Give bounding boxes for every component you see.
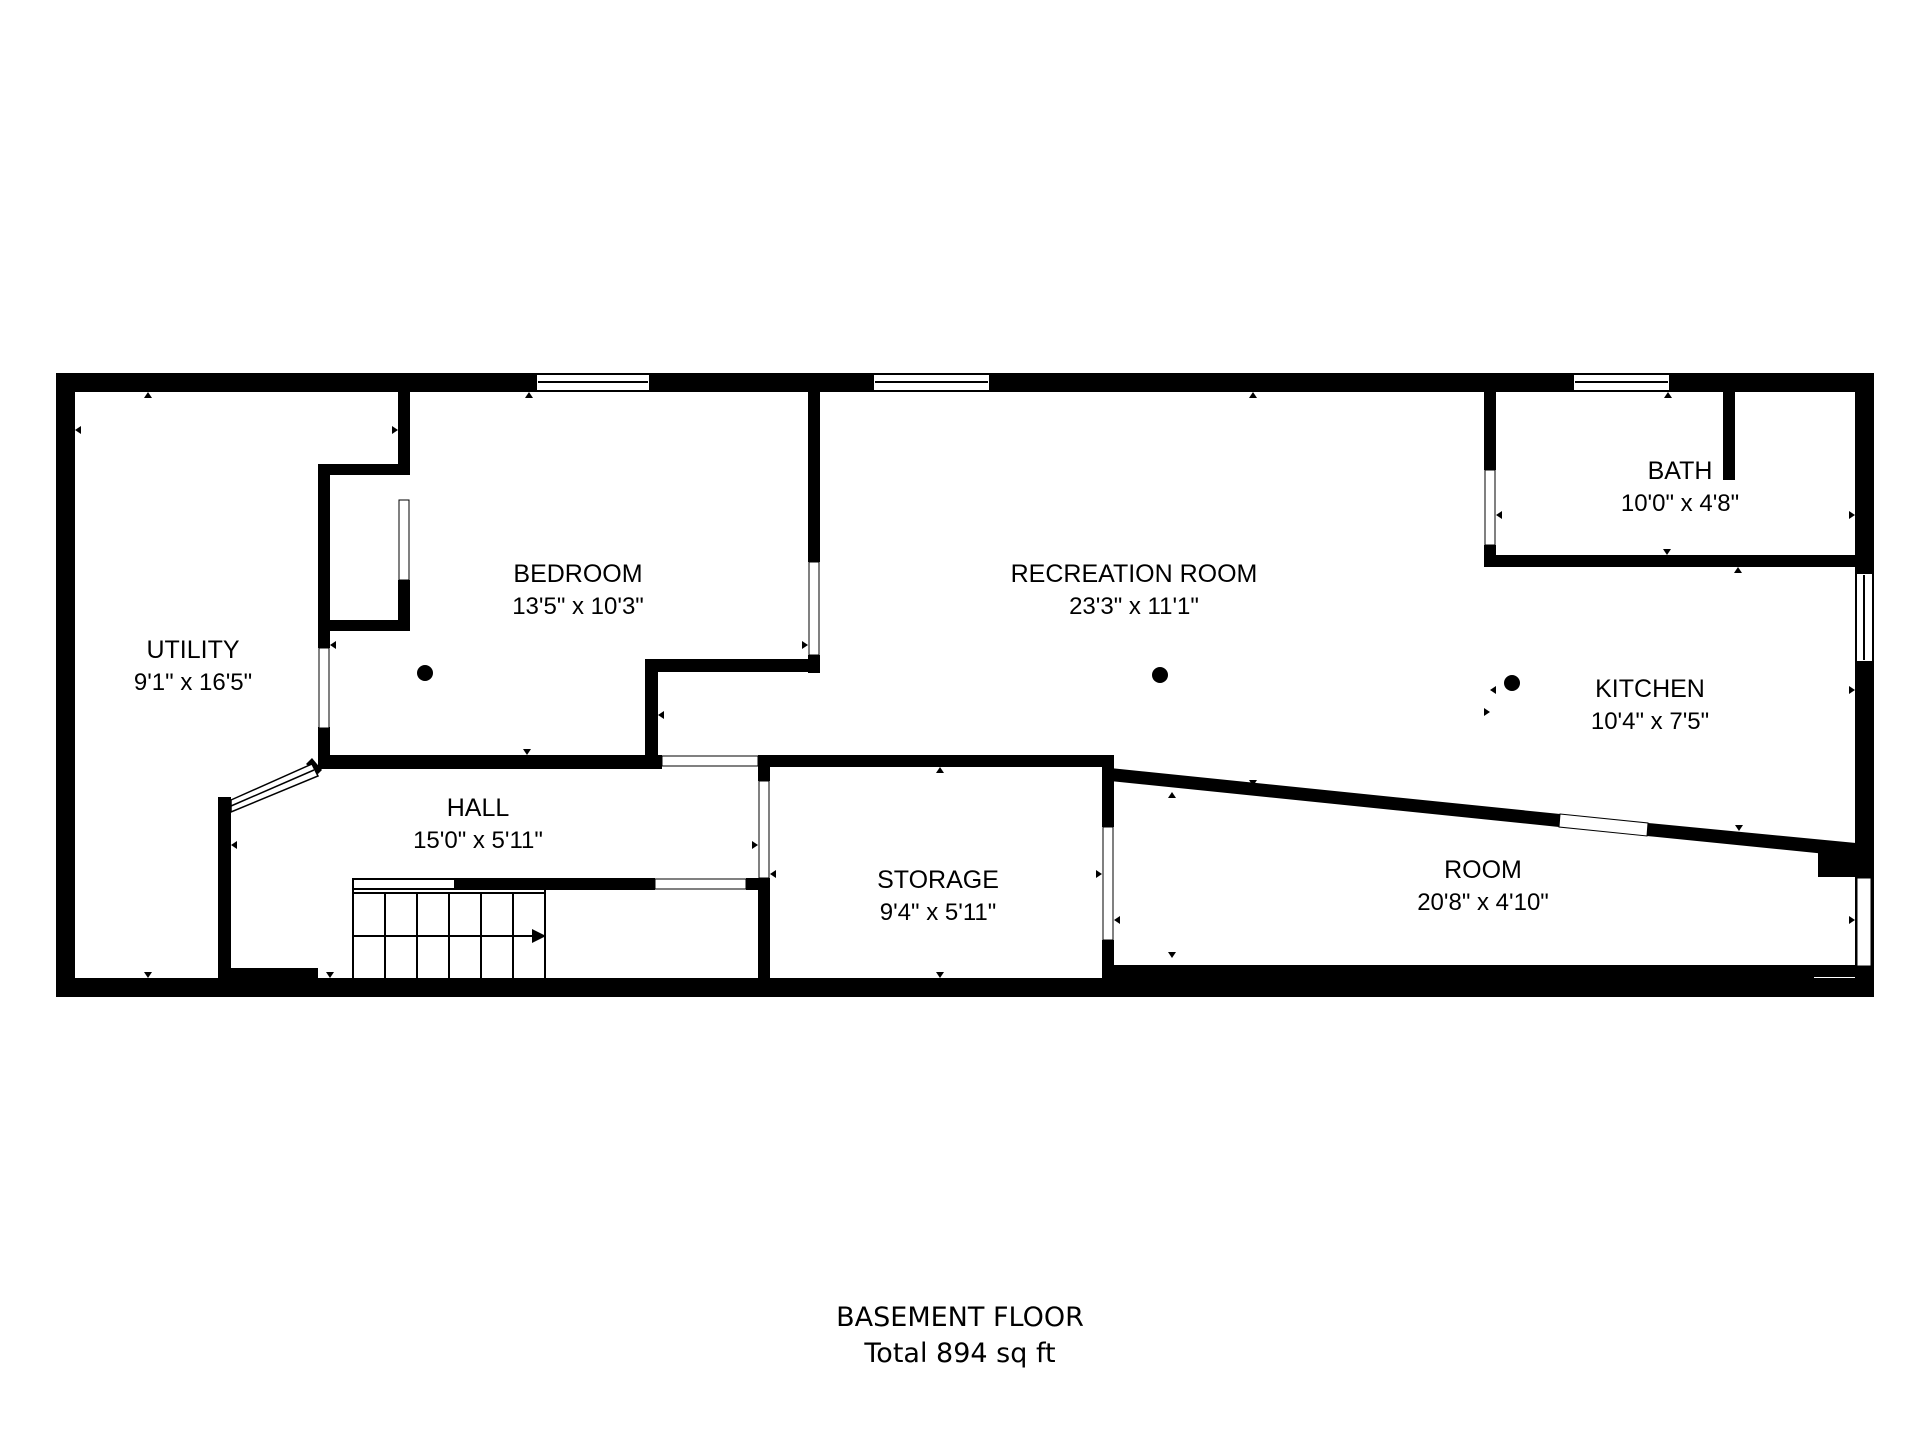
stairs <box>352 878 546 978</box>
room-name-recreation: RECREATION ROOM <box>1011 560 1258 588</box>
room-bottom-thick <box>1114 965 1814 981</box>
hall-left <box>218 797 231 987</box>
bath-inner-wall <box>1723 390 1735 480</box>
room-labels: UTILITY 9'1" x 16'5" BEDROOM 13'5" x 10'… <box>134 457 1739 926</box>
bedroom-right-upper <box>808 390 820 562</box>
storage-left-upper <box>758 755 770 781</box>
room-dim-kitchen: 10'4" x 7'5" <box>1591 708 1709 735</box>
room-name-kitchen: KITCHEN <box>1595 675 1705 703</box>
floor-title: BASEMENT FLOOR <box>836 1302 1084 1333</box>
storage-right-upper <box>1102 755 1114 827</box>
outer-wall-left <box>56 373 75 997</box>
storage-left-lower <box>758 878 770 988</box>
closet-right-lower <box>398 580 410 628</box>
bedroom-wall-upper-left <box>398 390 410 466</box>
door-bath <box>1484 469 1496 546</box>
door-bedroom-closet <box>398 499 410 581</box>
hall-bottom-thick <box>218 968 318 990</box>
room-dim-room: 20'8" x 4'10" <box>1417 889 1549 916</box>
door-storage-room <box>1102 826 1114 941</box>
light-kitchen <box>1504 675 1520 691</box>
closet-left <box>318 464 330 648</box>
room-bottom-step <box>1802 965 1856 977</box>
stair-top-rail <box>352 878 456 890</box>
room-name-bedroom: BEDROOM <box>513 560 642 588</box>
room-name-utility: UTILITY <box>146 636 239 664</box>
walls <box>56 373 1874 997</box>
room-name-bath: BATH <box>1648 457 1713 485</box>
slanted-wall-right <box>1647 823 1856 857</box>
room-name-room: ROOM <box>1444 856 1522 884</box>
door-storage-hall <box>758 780 770 879</box>
door-room-right <box>1856 877 1872 967</box>
room-dim-hall: 15'0" x 5'11" <box>413 827 543 854</box>
room-dim-bedroom: 13'5" x 10'3" <box>512 593 644 620</box>
stair-wall <box>455 878 655 890</box>
fixtures <box>417 665 1520 691</box>
stair-arrow-head <box>532 929 546 943</box>
floor-total-area: Total 894 sq ft <box>864 1338 1056 1369</box>
room-right-block <box>1818 843 1856 877</box>
light-recreation <box>1152 667 1168 683</box>
slanted-wall-left <box>1110 768 1560 827</box>
closet-bottom <box>330 620 410 631</box>
door-bedroom-rec <box>808 561 820 656</box>
opening-stair-hall <box>654 878 747 890</box>
storage-right-lower <box>1102 940 1114 988</box>
room-name-storage: STORAGE <box>877 866 999 894</box>
bath-left <box>1484 390 1496 470</box>
door-rec-room-slant <box>1558 813 1649 837</box>
hall-diagonal-wall <box>306 758 322 774</box>
outer-wall-bottom <box>56 978 1874 997</box>
hall-top <box>318 755 662 767</box>
room-dim-recreation: 23'3" x 11'1" <box>1069 593 1199 620</box>
room-dim-bath: 10'0" x 4'8" <box>1621 490 1739 517</box>
openings <box>230 373 1874 967</box>
bedroom-left-lower <box>318 727 330 763</box>
door-hall-diagonal <box>230 763 320 814</box>
opening-hall-rec <box>661 755 759 767</box>
bedroom-notch-left <box>645 659 658 765</box>
door-utility-bedroom <box>318 647 330 729</box>
closet-top <box>318 464 410 475</box>
light-bedroom <box>417 665 433 681</box>
measurement-ticks <box>75 392 1855 978</box>
stair-wall-end <box>746 878 762 890</box>
room-dim-utility: 9'1" x 16'5" <box>134 669 252 696</box>
bedroom-notch-top <box>645 659 820 672</box>
floor-caption: BASEMENT FLOOR Total 894 sq ft <box>0 1300 1920 1372</box>
outer-wall-right <box>1855 373 1874 997</box>
room-name-hall: HALL <box>447 794 510 822</box>
room-dim-storage: 9'4" x 5'11" <box>880 899 997 926</box>
storage-top <box>758 755 1114 767</box>
